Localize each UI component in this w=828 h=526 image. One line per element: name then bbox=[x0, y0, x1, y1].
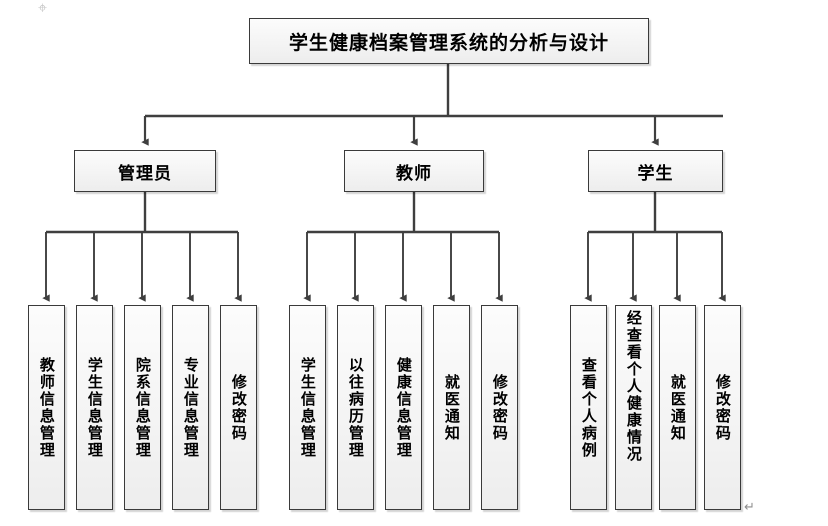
node-teacher-change-password: 修改密码 bbox=[481, 305, 518, 510]
node-label: 健康信息管理 bbox=[394, 356, 413, 459]
node-label: 修改密码 bbox=[229, 373, 248, 442]
node-label: 修改密码 bbox=[713, 373, 732, 442]
node-role-admin: 管理员 bbox=[74, 150, 216, 192]
text-cursor-mark: ⌖ bbox=[38, 0, 48, 17]
node-teacher-student-info: 学生信息管理 bbox=[289, 305, 326, 510]
node-label: 学生信息管理 bbox=[298, 356, 317, 459]
node-admin-change-password: 修改密码 bbox=[220, 305, 257, 510]
paragraph-return-mark: ↵ bbox=[744, 500, 755, 515]
node-label: 以往病历管理 bbox=[346, 356, 365, 459]
node-teacher-medical-history: 以往病历管理 bbox=[337, 305, 374, 510]
node-label: 院系信息管理 bbox=[133, 356, 152, 459]
node-admin-teacher-info: 教师信息管理 bbox=[28, 305, 65, 510]
node-label: 教师信息管理 bbox=[37, 356, 56, 459]
node-student-view-case: 查看个人病例 bbox=[570, 305, 607, 510]
node-admin-major-info: 专业信息管理 bbox=[172, 305, 209, 510]
node-label: 学生信息管理 bbox=[85, 356, 104, 459]
node-label: 就医通知 bbox=[442, 373, 461, 442]
node-student-change-password: 修改密码 bbox=[704, 305, 741, 510]
node-label: 就医通知 bbox=[668, 373, 687, 442]
node-admin-department-info: 院系信息管理 bbox=[124, 305, 161, 510]
node-student-medical-notice: 就医通知 bbox=[659, 305, 696, 510]
node-teacher-medical-notice: 就医通知 bbox=[433, 305, 470, 510]
node-admin-student-info: 学生信息管理 bbox=[76, 305, 113, 510]
node-system-title: 学生健康档案管理系统的分析与设计 bbox=[249, 18, 649, 64]
node-label: 经查看个人健康情况 bbox=[624, 310, 643, 463]
node-label: 查看个人病例 bbox=[579, 356, 598, 459]
node-role-teacher: 教师 bbox=[344, 150, 484, 192]
node-role-student: 学生 bbox=[588, 150, 723, 192]
node-label: 专业信息管理 bbox=[181, 356, 200, 459]
node-label: 修改密码 bbox=[490, 373, 509, 442]
node-student-view-health: 经查看个人健康情况 bbox=[615, 305, 652, 510]
node-teacher-health-info: 健康信息管理 bbox=[385, 305, 422, 510]
